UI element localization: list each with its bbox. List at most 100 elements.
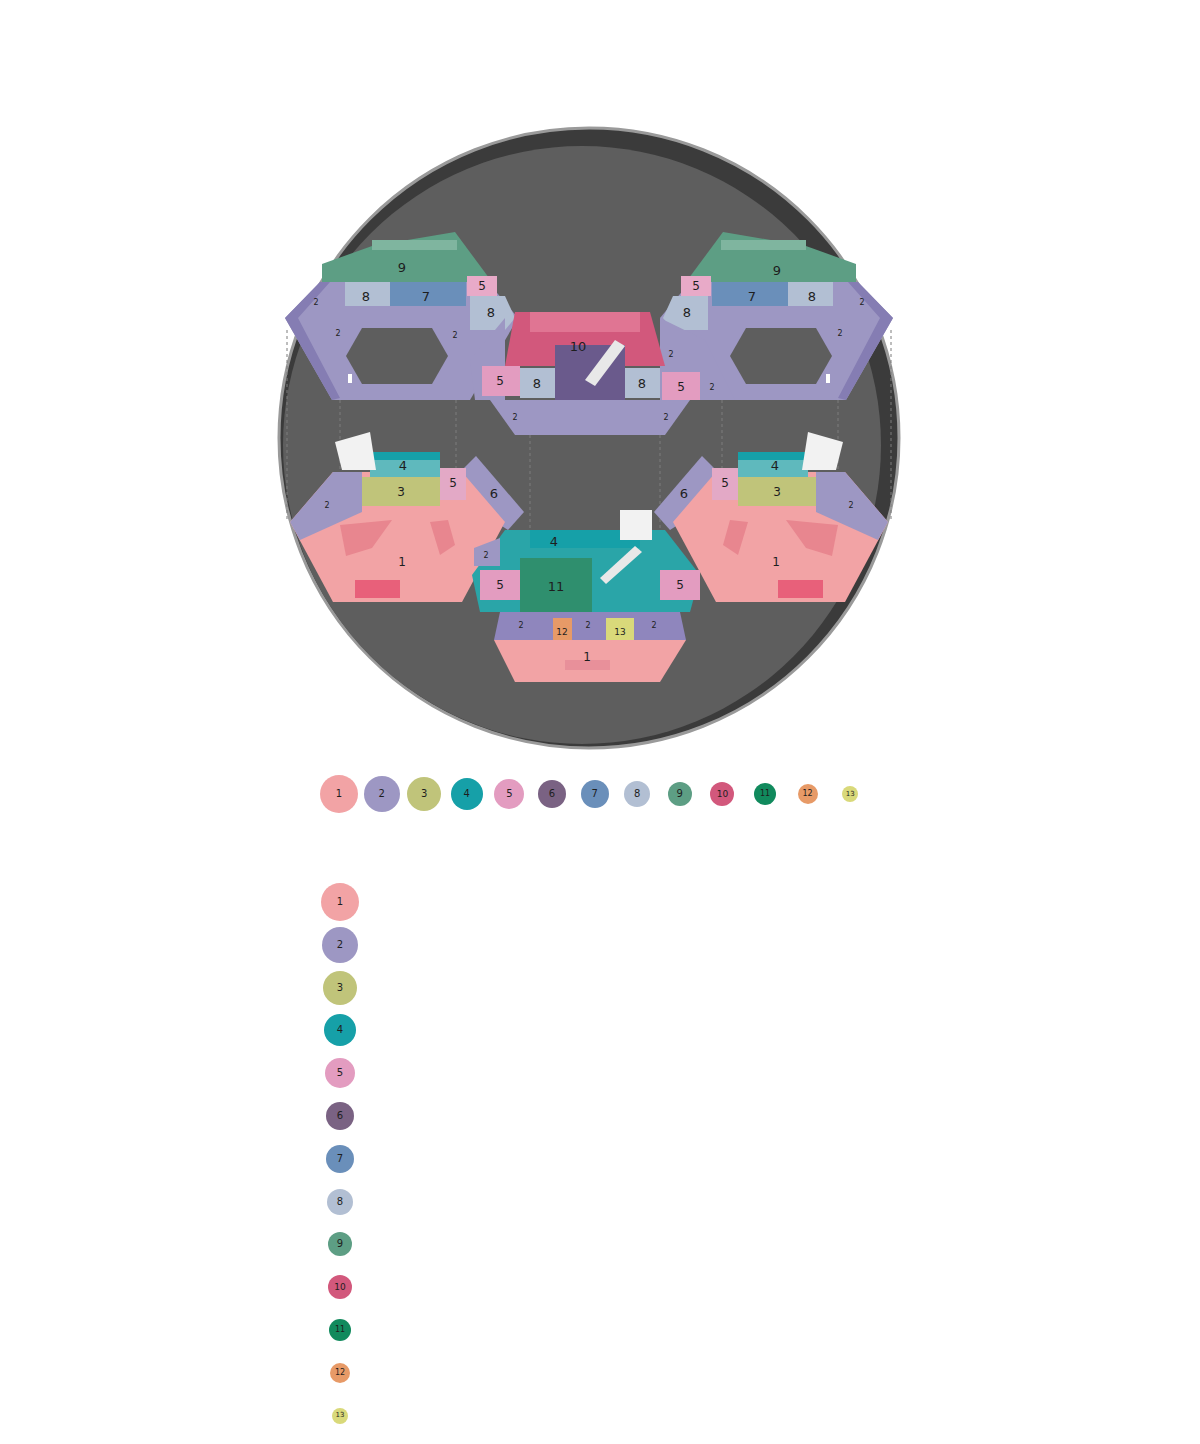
zone-1 <box>494 640 686 682</box>
legend-number: 2 <box>337 940 343 950</box>
zone-8 <box>625 368 660 398</box>
legend-number: 8 <box>634 789 640 799</box>
callout-number: 8 <box>487 306 495 319</box>
zone-7 <box>390 282 466 306</box>
callout-number: 6 <box>490 487 498 500</box>
zone-5 <box>662 372 700 400</box>
legend-number: 10 <box>334 1283 345 1292</box>
zone-1 <box>290 472 505 602</box>
callout-number: 8 <box>808 290 816 303</box>
legend-number: 4 <box>464 789 470 799</box>
legend-swatch: 12 <box>330 1363 350 1383</box>
callout-number: 4 <box>771 459 779 472</box>
callout-number: 5 <box>721 477 729 489</box>
legend-swatch: 5 <box>494 779 524 809</box>
legend-swatch: 9 <box>328 1232 352 1256</box>
zone-2 <box>494 612 686 640</box>
legend-swatch: 7 <box>581 780 609 808</box>
zone-8 <box>470 296 515 330</box>
legend-swatch: 5 <box>325 1058 355 1088</box>
stair <box>335 432 376 470</box>
callout-number: 7 <box>422 290 430 303</box>
callout-number: 2 <box>709 384 714 392</box>
stair <box>585 340 625 386</box>
callout-number: 9 <box>773 264 781 277</box>
legend-swatch: 10 <box>328 1275 352 1299</box>
legend-number: 3 <box>421 789 427 799</box>
zone-5 <box>467 276 497 296</box>
zone-8 <box>345 282 390 306</box>
zone-2 <box>660 318 735 400</box>
callout-number: 2 <box>483 552 488 560</box>
court-void <box>346 328 448 384</box>
legend-swatch: 8 <box>624 781 650 807</box>
callout-number: 5 <box>478 280 486 292</box>
legend-swatch: 11 <box>754 783 776 805</box>
callout-number: 8 <box>362 290 370 303</box>
legend-number: 9 <box>337 1239 343 1249</box>
alignment-line <box>722 400 723 470</box>
alignment-line <box>530 435 531 530</box>
legend-swatch: 1 <box>321 883 359 921</box>
alignment-line <box>456 400 457 470</box>
legend-swatch: 13 <box>842 786 858 802</box>
legend-swatch: 2 <box>322 927 358 963</box>
legend-number: 5 <box>337 1068 343 1078</box>
callout-number: 2 <box>324 502 329 510</box>
callout-number: 2 <box>668 351 673 359</box>
detail <box>348 374 352 383</box>
legend-swatch: 4 <box>324 1014 356 1046</box>
legend-number: 1 <box>337 897 343 907</box>
side-plans <box>285 232 524 602</box>
callout-number: 2 <box>859 299 864 307</box>
callout-number: 2 <box>518 622 523 630</box>
legend-number: 7 <box>591 789 597 799</box>
legend-number: 9 <box>677 789 683 799</box>
callout-number: 2 <box>335 330 340 338</box>
zone-5 <box>482 366 520 396</box>
legend-swatch: 3 <box>323 971 357 1005</box>
legend-number: 10 <box>717 790 728 799</box>
legend-number: 12 <box>335 1369 345 1377</box>
callout-number: 11 <box>548 580 565 593</box>
zone-11 <box>520 558 592 612</box>
backdrop-circle <box>279 128 899 748</box>
alignment-line <box>287 330 288 520</box>
legend-swatch: 13 <box>332 1408 348 1424</box>
callout-number: 4 <box>550 535 558 548</box>
detail <box>430 520 455 555</box>
zone-2 <box>474 538 500 566</box>
callout-number: 5 <box>496 375 504 387</box>
legend-number: 8 <box>337 1197 343 1207</box>
callout-number: 8 <box>683 306 691 319</box>
legend-swatch: 6 <box>326 1102 354 1130</box>
legend-swatch: 10 <box>710 782 734 806</box>
backdrop-face <box>283 146 881 744</box>
stair <box>600 546 642 584</box>
legend-swatch: 9 <box>668 782 692 806</box>
callout-number: 6 <box>680 487 688 500</box>
legend-number: 5 <box>506 789 512 799</box>
callout-number: 2 <box>837 330 842 338</box>
zone-9-roof <box>372 240 457 250</box>
zone-5 <box>480 570 520 600</box>
zone-10-shade <box>530 312 640 332</box>
callout-number: 8 <box>533 377 541 390</box>
legend-number: 3 <box>337 983 343 993</box>
callout-number: 13 <box>614 628 625 637</box>
legend-swatch: 7 <box>326 1145 354 1173</box>
legend-swatch: 1 <box>320 775 358 813</box>
zone-4 <box>472 530 700 612</box>
callout-number: 1 <box>398 556 406 568</box>
zone-8 <box>520 368 555 398</box>
callout-number: 2 <box>512 414 517 422</box>
zone-2-shade <box>285 282 340 400</box>
callout-number: 2 <box>663 414 668 422</box>
zone-3 <box>362 477 440 506</box>
stair-tower <box>620 510 652 540</box>
callout-number: 5 <box>677 381 685 393</box>
legend-swatch: 6 <box>538 780 566 808</box>
callout-number: 12 <box>556 628 567 637</box>
